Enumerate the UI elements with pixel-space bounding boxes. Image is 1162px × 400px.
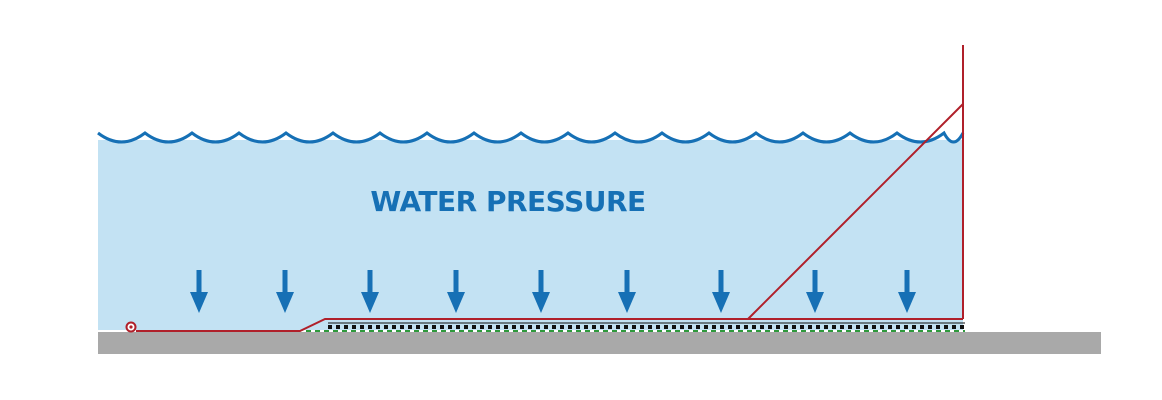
down-arrow-icon	[361, 270, 379, 313]
down-arrow-icon	[447, 270, 465, 313]
liner	[136, 45, 964, 332]
down-arrow-icon	[190, 270, 208, 313]
anchor-ring-icon	[125, 321, 137, 333]
water-body	[98, 140, 963, 330]
liner-diagonal	[747, 103, 964, 320]
down-arrow-icon	[806, 270, 824, 313]
liner-bottom	[136, 318, 963, 332]
down-arrow-icon	[532, 270, 550, 313]
down-arrow-icon	[618, 270, 636, 313]
down-arrow-icon	[712, 270, 730, 313]
water-pressure-label: WATER PRESSURE	[370, 185, 645, 218]
water-surface-waves	[97, 130, 965, 144]
pressure-arrows	[190, 270, 916, 313]
down-arrow-icon	[898, 270, 916, 313]
down-arrow-icon	[276, 270, 294, 313]
ground-strip	[98, 332, 1101, 354]
